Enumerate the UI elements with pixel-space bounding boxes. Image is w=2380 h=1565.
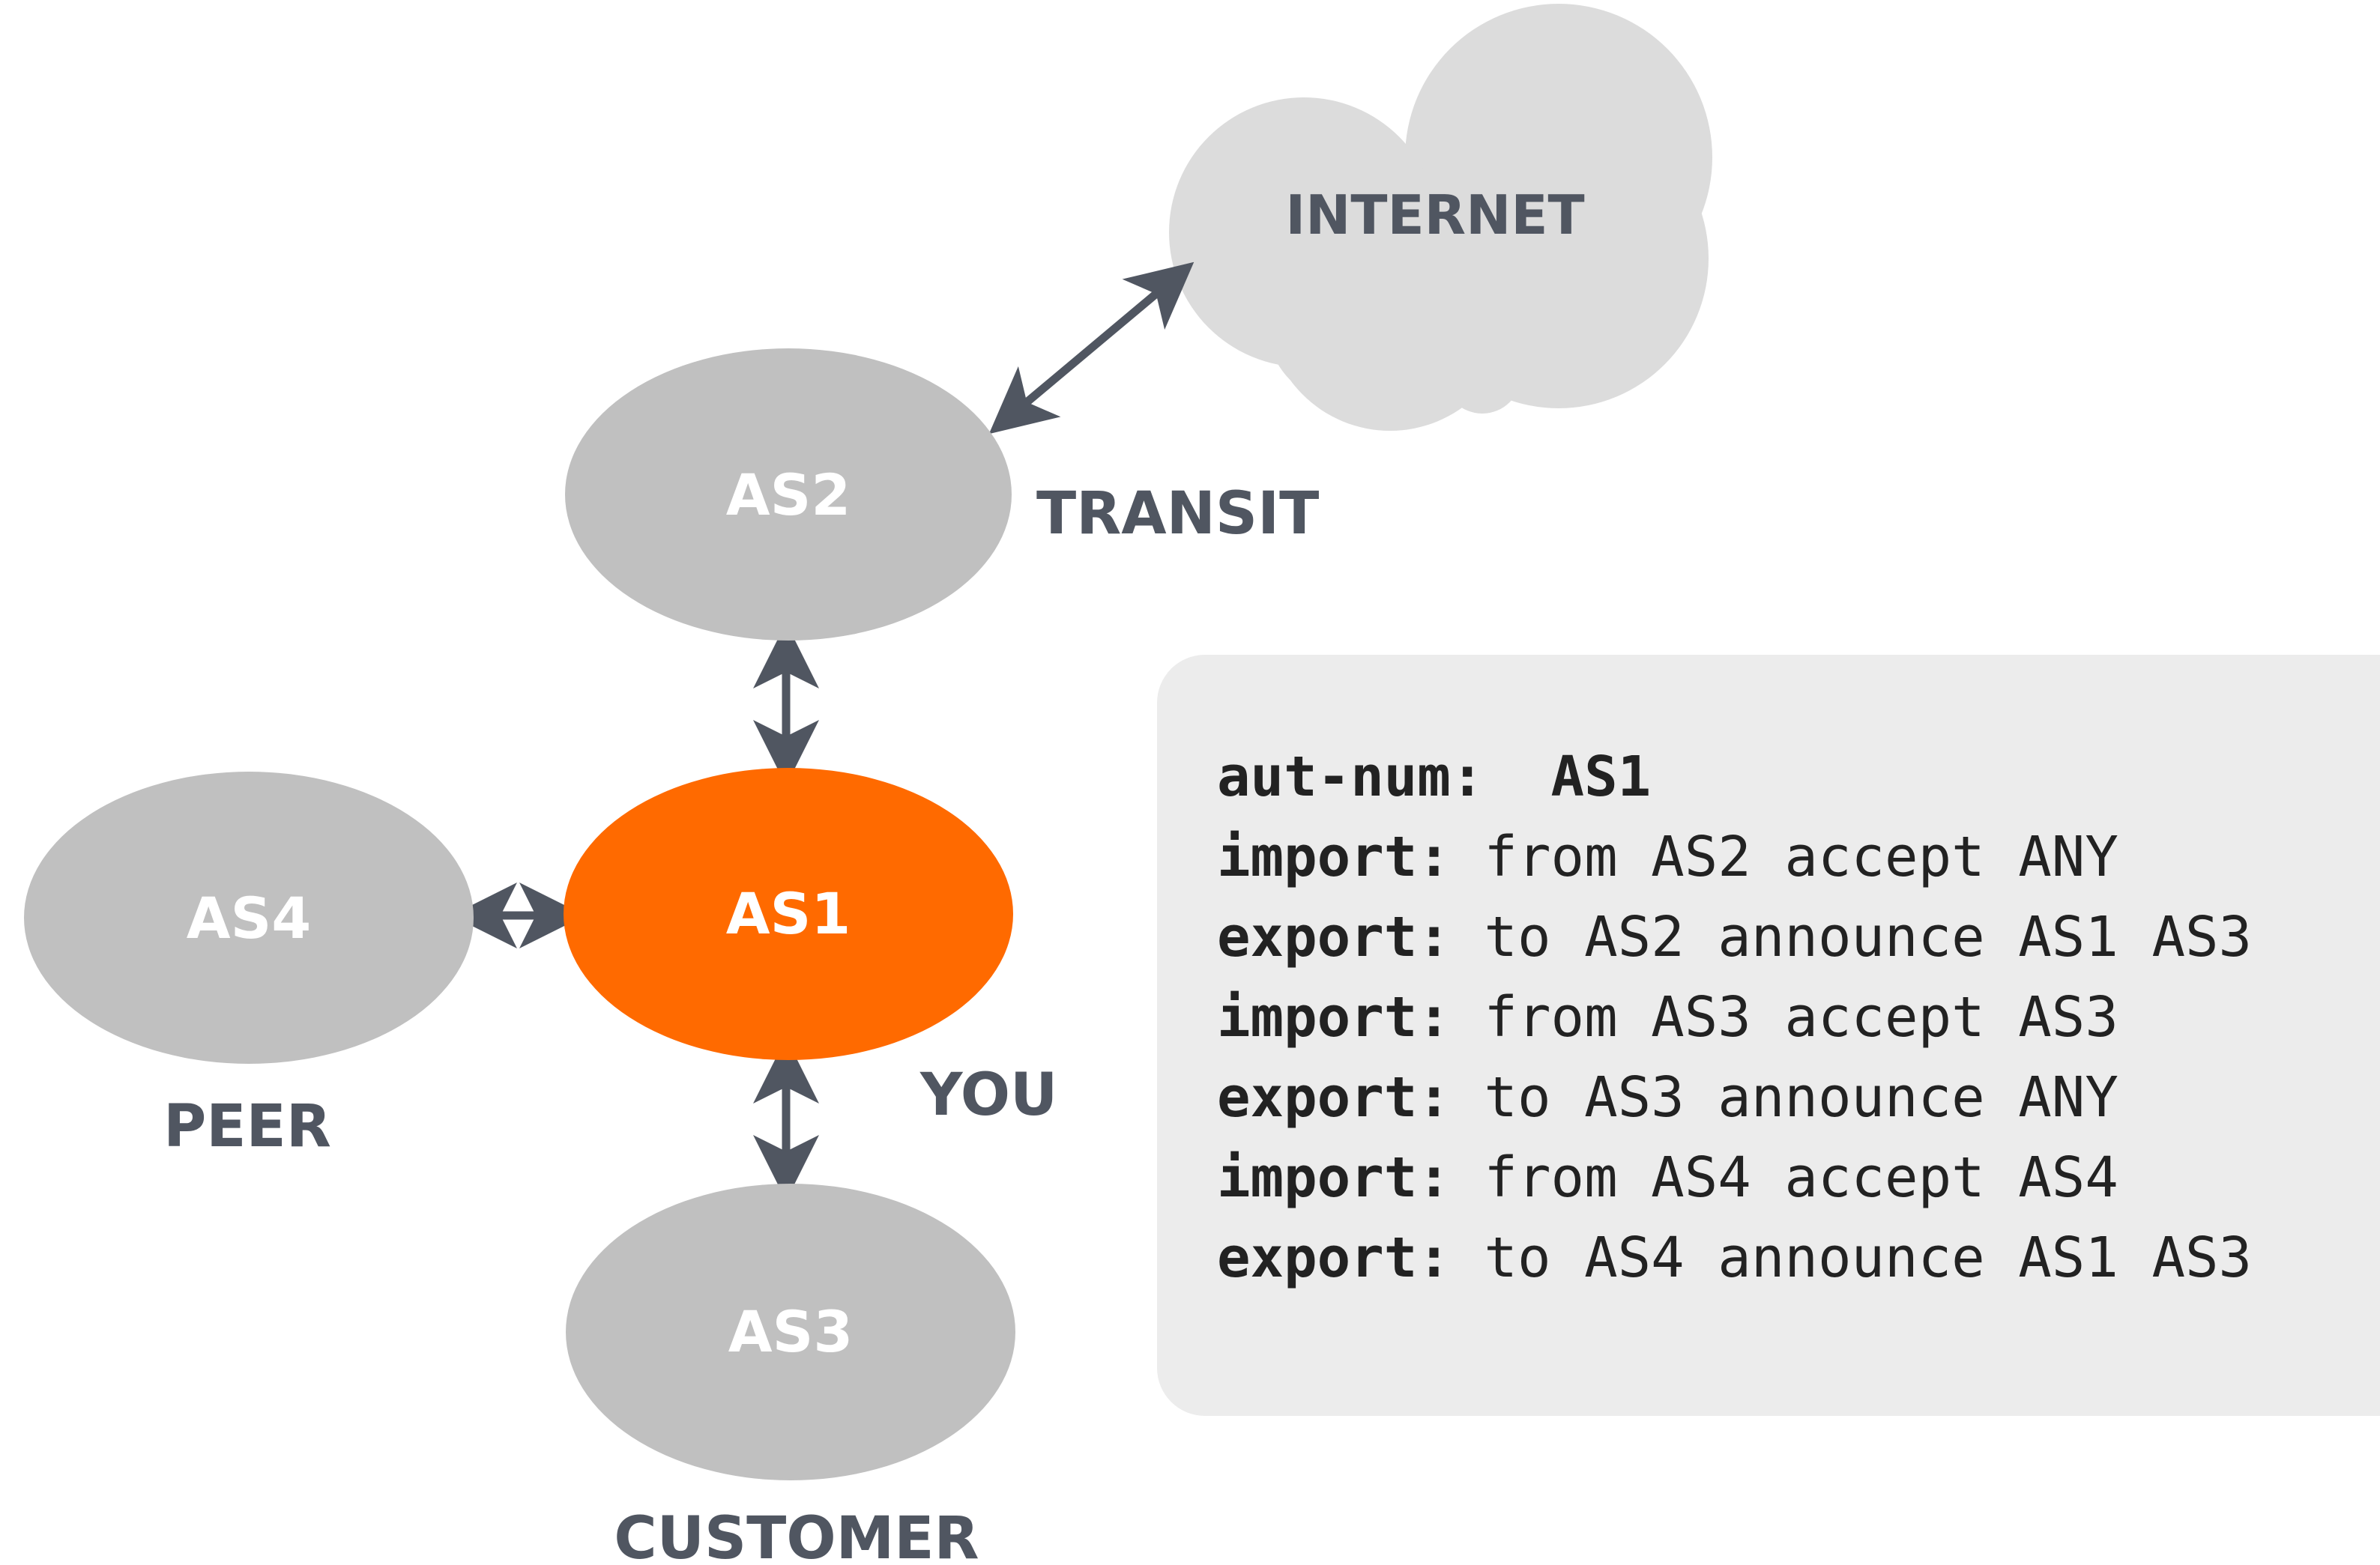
- node-as3: AS3: [566, 1184, 1015, 1480]
- policy-value: to AS4 announce AS1 AS3: [1484, 1226, 2253, 1290]
- policy-key: export:: [1217, 1226, 1485, 1290]
- policy-key: import:: [1217, 825, 1485, 889]
- as1-ellipse: [564, 768, 1013, 1060]
- rpsl-policy-panel: aut-num: AS1 import: from AS2 accept ANY…: [1157, 655, 2380, 1416]
- policy-line-import-as3: import: from AS3 accept AS3: [1217, 978, 2380, 1058]
- policy-value: from AS2 accept ANY: [1484, 825, 2118, 889]
- policy-key: export:: [1217, 1065, 1485, 1130]
- arrow-as2-internet: [988, 261, 1194, 435]
- as1-label: AS1: [726, 880, 851, 947]
- policy-key: export:: [1217, 905, 1485, 969]
- node-as4: AS4: [24, 772, 474, 1064]
- policy-line-export-as3: export: to AS3 announce ANY: [1217, 1058, 2380, 1138]
- policy-line-import-as4: import: from AS4 accept AS4: [1217, 1138, 2380, 1218]
- policy-line-aut-num: aut-num: AS1: [1217, 737, 2380, 817]
- as2-ellipse: [565, 348, 1012, 641]
- node-as2: AS2: [565, 348, 1012, 641]
- as3-label: AS3: [728, 1298, 853, 1365]
- as4-label: AS4: [187, 885, 311, 951]
- policy-value: to AS3 announce ANY: [1484, 1065, 2118, 1130]
- as2-label: AS2: [726, 461, 851, 528]
- as3-ellipse: [566, 1184, 1015, 1480]
- policy-value: from AS3 accept AS3: [1484, 985, 2118, 1050]
- cloud-shape: [1169, 4, 1712, 431]
- you-label: YOU: [919, 1062, 1057, 1129]
- policy-key: aut-num:: [1217, 745, 1551, 809]
- internet-label: INTERNET: [1285, 184, 1584, 246]
- internet-cloud: INTERNET: [1169, 4, 1712, 431]
- policy-line-export-as4: export: to AS4 announce AS1 AS3: [1217, 1218, 2380, 1298]
- policy-value: from AS4 accept AS4: [1484, 1145, 2118, 1210]
- policy-value: AS1: [1550, 745, 1652, 809]
- policy-key: import:: [1217, 1145, 1485, 1210]
- transit-label: TRANSIT: [1036, 480, 1319, 548]
- as4-ellipse: [24, 772, 474, 1064]
- policy-line-import-as2: import: from AS2 accept ANY: [1217, 817, 2380, 897]
- policy-value: to AS2 announce AS1 AS3: [1484, 905, 2253, 969]
- policy-key: import:: [1217, 985, 1485, 1050]
- node-as1: AS1: [564, 768, 1013, 1060]
- peer-label: PEER: [163, 1093, 331, 1160]
- customer-label: CUSTOMER: [614, 1505, 979, 1565]
- policy-line-export-as2: export: to AS2 announce AS1 AS3: [1217, 897, 2380, 978]
